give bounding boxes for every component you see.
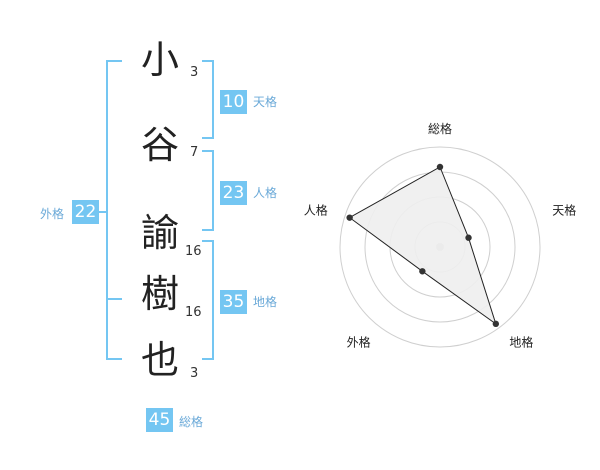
gaikaku-label: 外格 — [40, 207, 65, 221]
radar-point-3 — [492, 320, 500, 328]
radar-point-2 — [465, 234, 472, 241]
radar-axis-label-5: 人格 — [304, 203, 328, 218]
stroke-count-5: 3 — [190, 366, 199, 381]
gaikaku-bracket — [106, 60, 122, 360]
chikaku-label: 地格 — [253, 295, 278, 309]
jinkaku-bracket — [202, 150, 214, 231]
name-char-1: 小 — [140, 38, 179, 82]
chikaku-bracket — [202, 240, 214, 360]
tenkaku-badge: 10 — [220, 90, 247, 114]
radar-axis-label-3: 地格 — [509, 335, 533, 350]
name-char-2: 谷 — [140, 123, 179, 167]
radar-point-4 — [419, 268, 426, 275]
radar-axis-label-1: 総格 — [428, 121, 452, 136]
soukaku-label: 総格 — [179, 415, 204, 429]
gaikaku-bracket-divider — [106, 298, 122, 300]
stroke-count-3: 16 — [185, 244, 202, 259]
name-char-3: 諭 — [140, 211, 179, 255]
radar-axis-label-4: 外格 — [347, 335, 371, 350]
jinkaku-badge: 23 — [220, 181, 247, 205]
tenkaku-bracket — [202, 60, 214, 139]
stroke-count-2: 7 — [190, 145, 199, 160]
radar-points — [346, 163, 500, 328]
radar-point-1 — [436, 163, 444, 171]
name-char-4: 樹 — [140, 272, 179, 316]
gaikaku-badge: 22 — [72, 200, 99, 224]
stroke-count-1: 3 — [190, 65, 199, 80]
jinkaku-label: 人格 — [253, 186, 278, 200]
radar-ring-4 — [339, 146, 541, 348]
soukaku-badge: 45 — [146, 408, 173, 432]
chikaku-badge: 35 — [220, 290, 247, 314]
stroke-count-4: 16 — [185, 305, 202, 320]
tenkaku-label: 天格 — [253, 95, 278, 109]
name-char-5: 也 — [140, 338, 179, 382]
radar-area — [348, 166, 497, 326]
radar-point-5 — [346, 214, 353, 221]
radar-axis-label-2: 天格 — [552, 203, 576, 218]
